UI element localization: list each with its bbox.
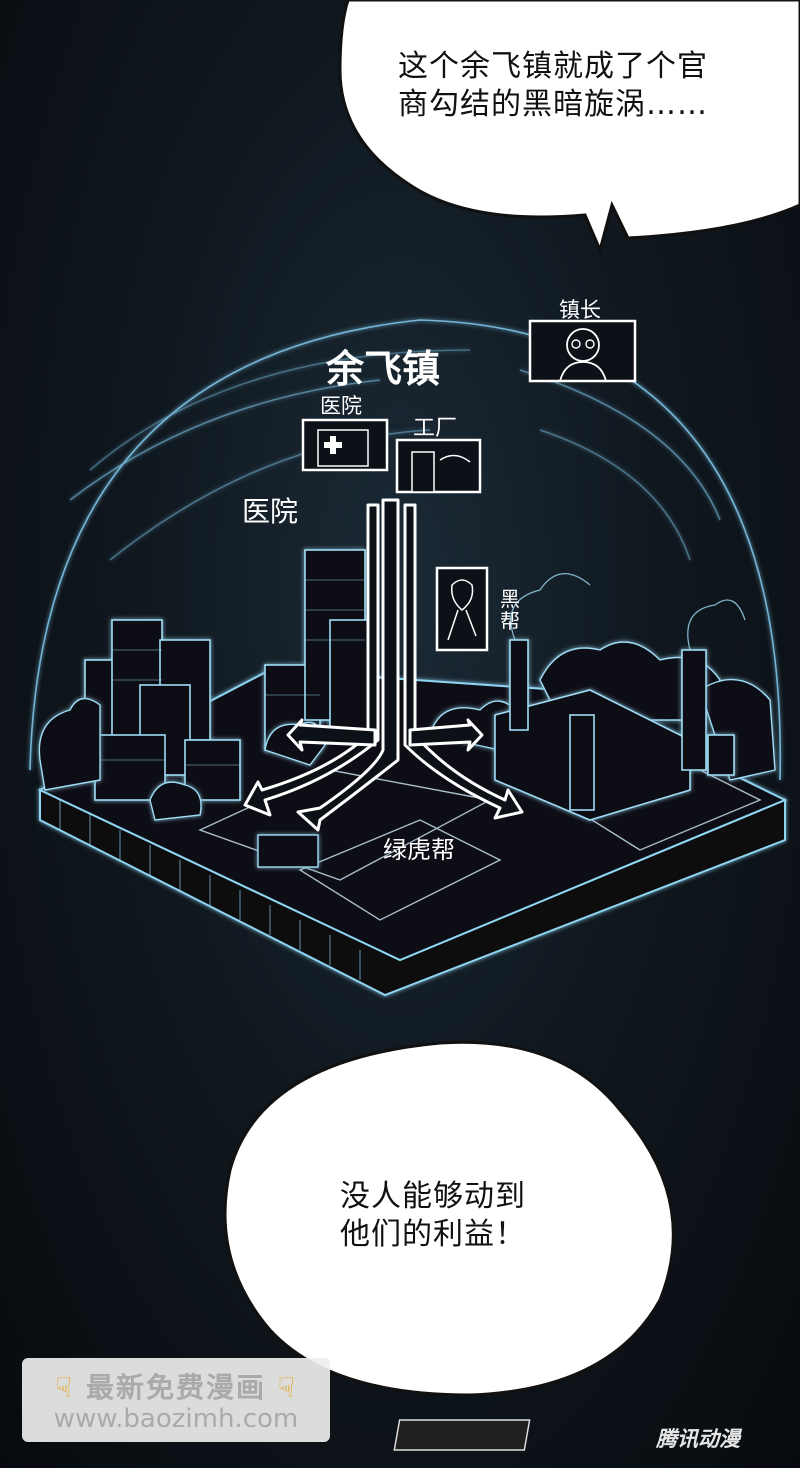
speech-line: 这个余飞镇就成了个官 (398, 49, 708, 84)
buildings-left (84, 549, 371, 801)
hospital-label: 医院 (242, 495, 299, 528)
green-tiger-gang-label: 绿虎帮 (383, 836, 455, 864)
speech-line: 他们的利益！ (340, 1217, 526, 1252)
factory-smoke (510, 572, 746, 651)
watermark-url[interactable]: www.baozimh.com (53, 1404, 299, 1434)
mayor-panel (528, 319, 637, 383)
speech-bubble-top (338, 0, 800, 255)
factory-label: 工厂 (413, 416, 458, 441)
hospital-icon-label: 医院 (320, 394, 362, 418)
small-building (257, 834, 319, 868)
building-windows (95, 579, 365, 766)
factory-panel (395, 438, 482, 494)
speech-text-top: 这个余飞镇就成了个官 商勾结的黑暗旋涡…… (398, 48, 708, 124)
speech-line: 商勾结的黑暗旋涡…… (398, 87, 708, 122)
publisher-logo-box (393, 1419, 531, 1451)
pointing-down-hand-icon: ☟ (277, 1371, 297, 1404)
mayor-label: 镇长 (559, 298, 601, 322)
factory-building (494, 639, 735, 821)
power-arrow (243, 498, 524, 832)
speech-text-bottom: 没人能够动到 他们的利益！ (340, 1178, 526, 1254)
base-grid (59, 800, 361, 980)
pointing-down-hand-icon: ☟ (55, 1371, 75, 1404)
gang-panel (435, 566, 489, 652)
watermark-banner: ☟ 最新免费漫画 ☟ www.baozimh.com (22, 1358, 330, 1442)
watermark-title: ☟ 最新免费漫画 ☟ (22, 1366, 330, 1406)
gang-label: 黑帮 (500, 587, 520, 633)
watermark-title-text: 最新免费漫画 (85, 1371, 266, 1404)
publisher-logo: 腾讯动漫 (656, 1427, 740, 1451)
hospital-panel (301, 418, 389, 472)
speech-line: 没人能够动到 (340, 1179, 526, 1214)
speech-bubble-bottom (223, 1040, 675, 1397)
town-name-label: 余飞镇 (326, 347, 441, 391)
